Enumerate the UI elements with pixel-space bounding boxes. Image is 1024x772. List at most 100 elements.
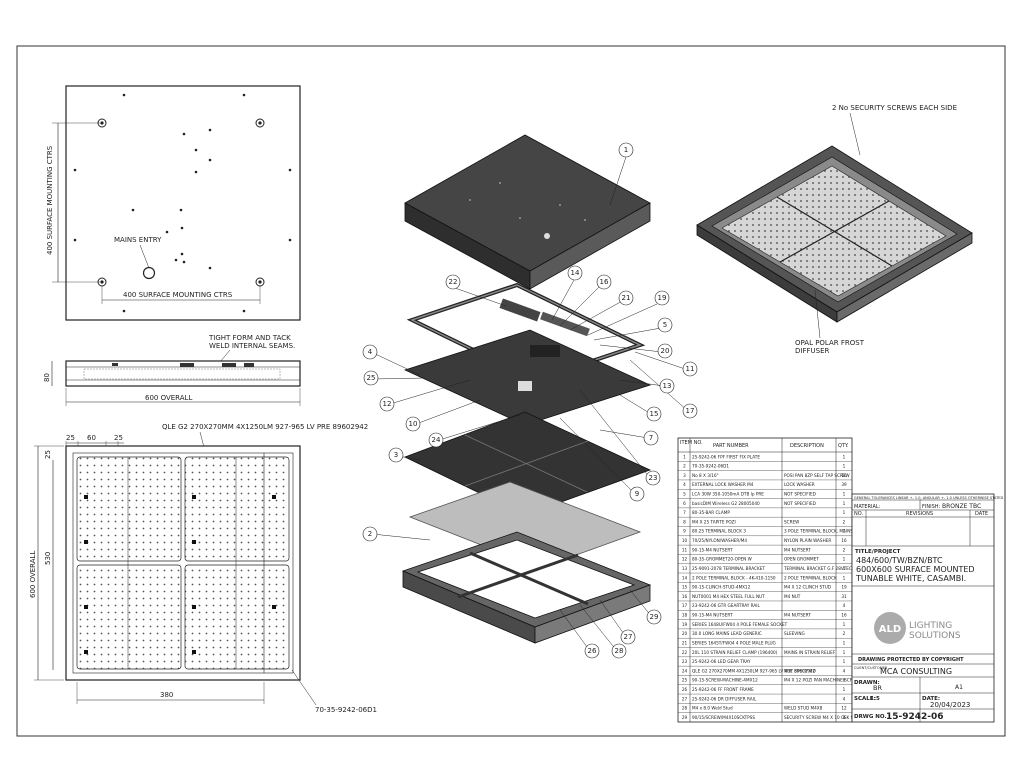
- bom-qty: 31: [841, 594, 847, 599]
- title-line3: TUNABLE WHITE, CASAMBI.: [855, 574, 966, 583]
- date-label: DATE:: [922, 696, 940, 702]
- balloon-2: 2: [368, 530, 372, 538]
- bom-qty: 8: [843, 678, 846, 683]
- bom-description: NOT SPECIFIED: [784, 491, 816, 496]
- bom-part-number: basicDIM Wireless G2 28005040: [692, 501, 760, 506]
- bom-qty: 2: [843, 631, 846, 636]
- bom-part-number: NUT0001 M4 HEX STEEL FULL NUT: [692, 594, 765, 599]
- bom-part-number: SERIES 1648U/FW04 4 POLE FEMALE SOCKET: [692, 622, 788, 627]
- bom-item-no: 24: [682, 668, 688, 673]
- balloon-5: 5: [663, 321, 667, 329]
- bom-description: M4 X 12 CLINCH STUD: [784, 585, 831, 590]
- weld-note-line1: TIGHT FORM AND TACK: [208, 334, 291, 342]
- bom-qty: 2: [843, 547, 846, 552]
- copyright-note: DRAWING PROTECTED BY COPYRIGHT: [858, 657, 964, 663]
- bom-item-no: 21: [682, 640, 688, 645]
- balloon-1: 1: [624, 146, 628, 154]
- bom-item-no: 11: [682, 547, 688, 552]
- bom-item-no: 29: [682, 715, 688, 720]
- title-line1: 484/600/TW/BZN/BTC: [856, 556, 943, 565]
- bom-qty: 4: [843, 603, 846, 608]
- balloon-13: 13: [663, 382, 672, 390]
- bom-item-no: 2: [683, 464, 686, 469]
- bom-part-number: LCA 30W 350-1050mA DTB lp PRE: [692, 491, 764, 496]
- bom-item-no: 15: [682, 585, 688, 590]
- bom-description: M4 NUTSERT: [784, 547, 811, 552]
- bom-description: TERMINAL BRACKET G.F 28VTEC NAT: [783, 566, 862, 571]
- plan-outline: [65, 85, 301, 321]
- bom-qty: 1: [843, 575, 846, 580]
- bom-description: SECURITY SCREW M4 X 10 CSK SS: [784, 715, 856, 720]
- title-label: TITLE/PROJECT: [855, 549, 901, 555]
- dim-25-top-b: 25: [114, 434, 123, 442]
- bom-item-no: 3: [683, 473, 686, 478]
- bom-qty: 1: [843, 640, 846, 645]
- bom-description: NOT SPECIFIED: [784, 501, 816, 506]
- dim-60-top: 60: [87, 434, 96, 442]
- bom-part-number: 90/15/SCREW/M4X10SCKTPSS: [692, 715, 755, 720]
- balloon-25: 25: [367, 374, 376, 382]
- bom-description: NOT SPECIFIED: [784, 668, 816, 673]
- bom-item-no: 26: [682, 687, 688, 692]
- bom-qty: 1: [843, 687, 846, 692]
- side-overall-dim: 600 OVERALL: [145, 394, 192, 402]
- bom-description: M4 X 12 POZI PAN MACHINE SCREW: [784, 678, 859, 683]
- plan-view: 400 SURFACE MOUNTING CTRS 400 SURFACE MO…: [46, 85, 301, 321]
- bom-qty: 1: [843, 566, 846, 571]
- balloon-14: 14: [571, 269, 580, 277]
- led-tile-4: [184, 564, 290, 670]
- iso-view: 2 No SECURITY SCREWS EACH SIDE OPAL POLA…: [696, 104, 973, 355]
- bom-item-no: 6: [683, 501, 686, 506]
- bom-qty: 1: [843, 454, 846, 459]
- drwg-label: DRWG NO.: [854, 714, 887, 720]
- bom-item-no: 17: [682, 603, 688, 608]
- revisions-label: REVISIONS: [906, 511, 933, 517]
- bom-part-number: EXTERNAL LOCK WASHER M4: [692, 482, 754, 487]
- bom-description: OPEN GROMMET: [784, 557, 819, 562]
- side-view: TIGHT FORM AND TACK WELD INTERNAL SEAMS.…: [43, 334, 301, 406]
- bom-part-number: 70-35-9242-06D1: [692, 464, 729, 469]
- bom-part-number: 90-15-CLINCH-STUD-4MX12: [692, 585, 751, 590]
- front-view: QLE G2 270X270MM 4X1250LM 927-965 LV PRE…: [29, 423, 377, 714]
- scale-value: 1:5: [870, 696, 880, 702]
- bom-qty: 16: [841, 538, 847, 543]
- bom-qty: 2: [843, 519, 846, 524]
- bom-qty: 1: [843, 622, 846, 627]
- balloon-11: 11: [686, 365, 695, 373]
- top-cover-side-right: [529, 202, 651, 290]
- bom-qty: 1: [843, 650, 846, 655]
- balloon-28: 28: [615, 647, 624, 655]
- bom-qty: 1: [843, 529, 846, 534]
- sheet-border: [16, 45, 1006, 737]
- top-cover-top: [404, 134, 651, 272]
- bom-header-part: PART NUMBER: [713, 443, 749, 449]
- balloon-3: 3: [394, 451, 398, 459]
- gear-tray: [403, 329, 652, 426]
- exploded-view: 1 22 14 16 21 19 5 20 4 25 11 12 13 10 1…: [362, 134, 698, 659]
- balloon-17: 17: [686, 407, 695, 415]
- bom-item-no: 25: [682, 678, 688, 683]
- dim-600-overall: 600 OVERALL: [29, 551, 37, 598]
- bom-part-number: 25-9242-06 FF FRONT FRAME: [692, 687, 754, 692]
- bom-item-no: 10: [682, 538, 688, 543]
- bom-description: M4 NUTSERT: [784, 613, 811, 618]
- bom-description: SLEEVING: [784, 631, 805, 636]
- logo-main: ALD: [879, 624, 901, 635]
- bom-part-number: 25-9242-06 FPF FIRST FIX PLATE: [692, 454, 760, 459]
- bom-item-no: 13: [682, 566, 688, 571]
- title-block: GENERAL TOLERANCES LINEAR +- 1.0, ANGULA…: [851, 493, 1003, 723]
- mains-entry-label: MAINS ENTRY: [114, 236, 162, 244]
- bom-part-number: 80.25 TERMINAL BLOCK 3: [692, 529, 746, 534]
- led-tile-3: [76, 564, 182, 670]
- bom-qty: 1: [843, 501, 846, 506]
- bom-part-number: M4 X 25 TAPITE POZI: [692, 519, 736, 524]
- diffuser-label-line2: DIFFUSER: [795, 347, 829, 355]
- bom-description: LOCK WASHER: [784, 482, 815, 487]
- bom-qty: 1: [843, 557, 846, 562]
- dim-530: 530: [44, 552, 52, 565]
- bom-part-number: 30.0 LONG MAINS LEAD GENERIC: [692, 631, 762, 636]
- balloon-22: 22: [449, 278, 458, 286]
- bom-part-number: 25-9242-06 LED GEAR TRAY: [692, 659, 751, 664]
